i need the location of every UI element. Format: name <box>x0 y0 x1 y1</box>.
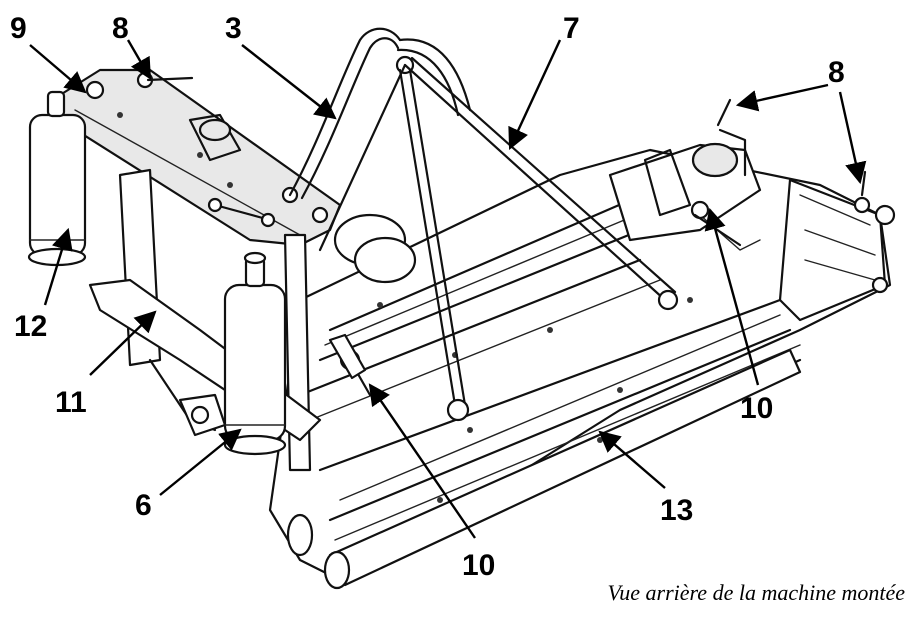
callout-3: 3 <box>225 12 242 45</box>
callout-8-left: 8 <box>112 12 129 45</box>
callout-7: 7 <box>563 12 580 45</box>
figure-caption: Vue arrière de la machine montée <box>607 580 905 605</box>
callout-12: 12 <box>14 310 47 343</box>
diagonal-stays <box>318 56 679 422</box>
gas-spring-left <box>27 90 87 267</box>
callout-11: 11 <box>55 386 87 419</box>
callout-labels: 9 8 3 7 8 12 11 6 10 10 13 <box>10 12 845 582</box>
roller-frame <box>268 128 896 590</box>
top-arm <box>288 27 472 200</box>
callout-13: 13 <box>660 494 693 527</box>
callout-8-right: 8 <box>828 56 845 89</box>
gas-spring-right <box>223 251 287 456</box>
callout-10-bottom: 10 <box>462 549 495 582</box>
callout-arrows <box>29 39 867 539</box>
adjusters <box>146 76 871 397</box>
callout-10-right: 10 <box>740 392 773 425</box>
callout-9: 9 <box>10 12 27 45</box>
callout-6: 6 <box>135 489 152 522</box>
